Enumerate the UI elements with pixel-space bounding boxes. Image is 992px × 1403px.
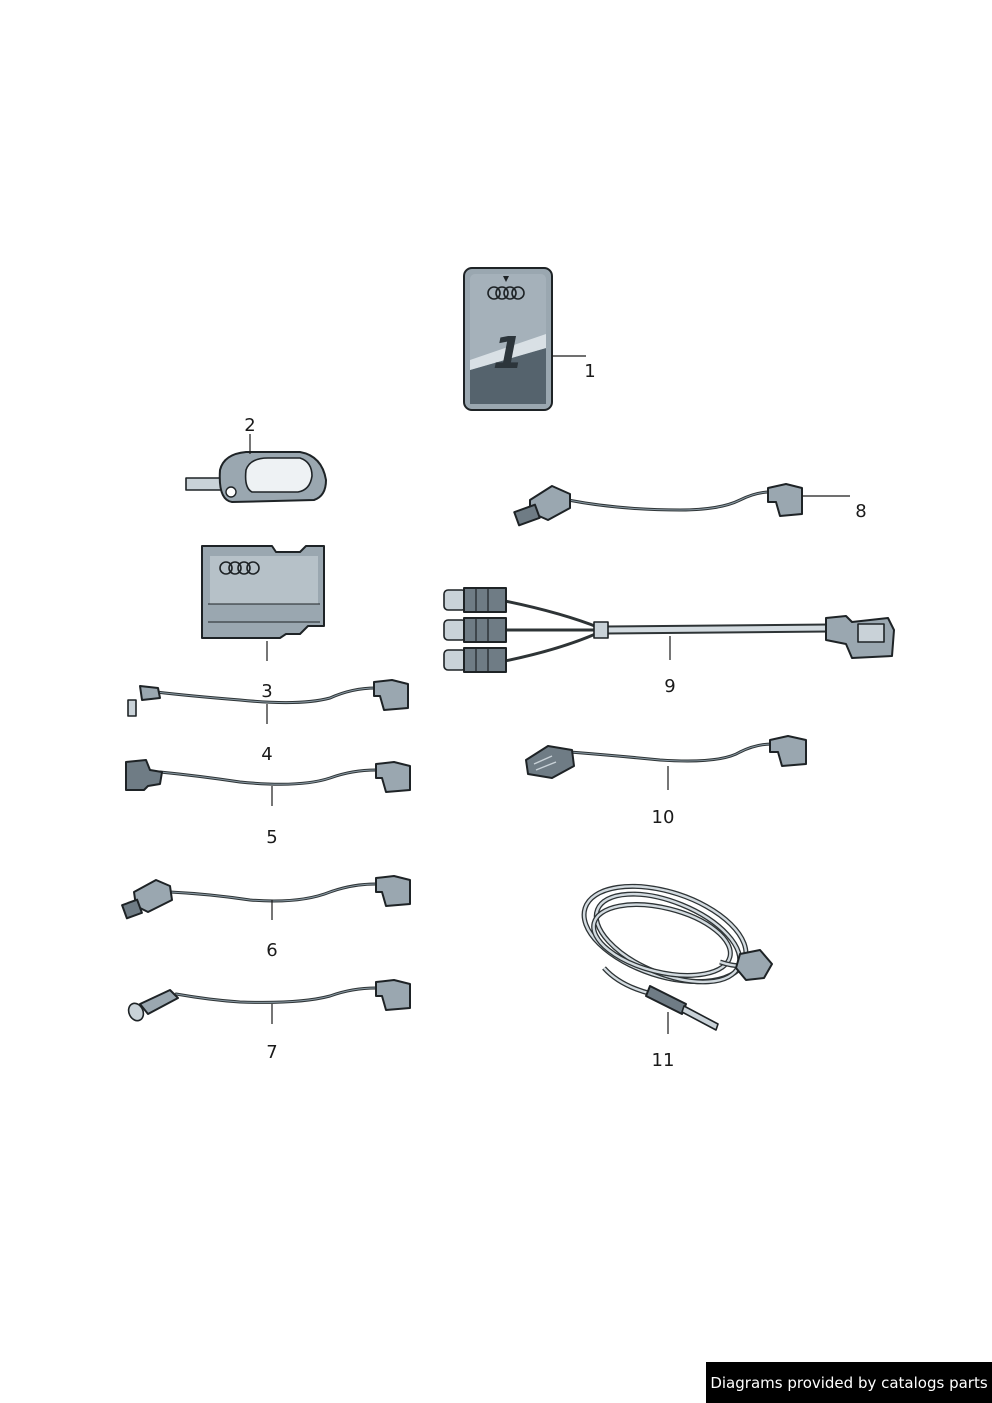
part-2-key [185,434,327,503]
callout-5: 5 [266,827,277,848]
part-5-cable-dock [125,759,411,806]
part-10-cable-flat [525,735,807,790]
rca-plug-1 [443,587,507,613]
callout-4: 4 [261,744,272,765]
part-11-audio-cable [581,883,773,1034]
card-number: 1 [493,328,524,379]
part-6-cable-usb [121,875,411,920]
part-4-cable-jack [127,679,409,724]
rca-plug-3 [443,647,507,673]
callout-2: 2 [244,415,255,436]
part-3-sd-card [201,545,325,661]
rings-logo-icon [219,561,260,575]
callout-10: 10 [652,807,675,828]
rca-plug-2 [443,617,507,643]
callout-11: 11 [652,1050,675,1071]
callout-6: 6 [266,940,277,961]
part-7-cable-mini-usb [127,979,411,1024]
part-8-cable-usb [513,483,850,527]
arrow-down-icon [503,276,509,282]
rings-logo-icon [487,286,525,300]
part-9-av-cable [443,587,895,673]
callout-1: 1 [584,361,595,382]
callout-8: 8 [855,501,866,522]
callout-3: 3 [261,681,272,702]
footer-credit: Diagrams provided by catalogs parts [706,1362,992,1403]
part-1-card: 1 [463,267,586,411]
callout-7: 7 [266,1042,277,1063]
callout-9: 9 [664,676,675,697]
